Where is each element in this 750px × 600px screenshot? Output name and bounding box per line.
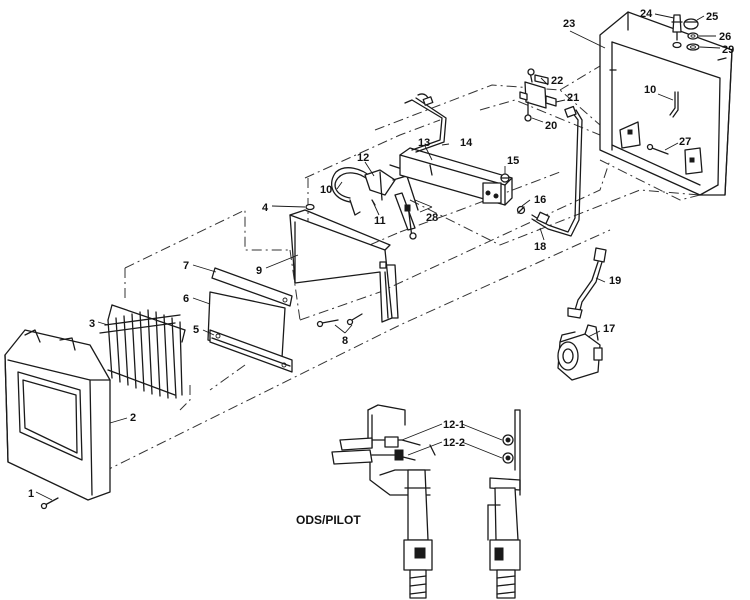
label-part-12-2: 12-2 — [443, 437, 465, 449]
igniter-part — [671, 14, 683, 41]
leader-lines — [35, 13, 721, 501]
fitting-part — [516, 205, 526, 215]
upper-bracket-part — [211, 267, 293, 307]
label-part-14: 14 — [460, 137, 473, 149]
label-part-15: 15 — [507, 155, 519, 167]
label-part-1: 1 — [28, 488, 34, 500]
label-part-21: 21 — [567, 92, 579, 104]
label-part-22: 22 — [551, 75, 563, 87]
gas-valve-part — [557, 324, 603, 381]
label-part-6: 6 — [183, 293, 189, 305]
label-part-20: 20 — [545, 120, 557, 132]
pilot-tube-part — [404, 93, 447, 153]
label-part-24: 24 — [640, 8, 653, 20]
igniter-nut-part — [687, 32, 699, 40]
label-part-13: 13 — [418, 137, 430, 149]
cabinet-screw-part — [646, 143, 669, 155]
label-part-12: 12 — [357, 152, 369, 164]
label-part-26: 26 — [719, 31, 731, 43]
label-part-19: 19 — [609, 275, 621, 287]
label-part-4: 4 — [262, 202, 269, 214]
label-part-10-right: 10 — [644, 84, 656, 96]
label-part-12-1: 12-1 — [443, 419, 465, 431]
washer-part — [305, 203, 315, 211]
screw-part — [40, 497, 59, 510]
bracket-screws-part — [316, 313, 363, 328]
front-panel-part — [4, 329, 111, 501]
label-part-29: 29 — [722, 44, 734, 56]
label-part-11: 11 — [374, 215, 386, 227]
burner-orifice-part — [500, 173, 510, 183]
ods-pilot-detail-right — [487, 409, 521, 599]
label-part-27: 27 — [679, 136, 691, 148]
label-part-8: 8 — [342, 335, 348, 347]
flex-gas-line-part — [567, 247, 607, 319]
ods-pilot-assembly-part — [364, 164, 433, 240]
burner-tube-part — [399, 147, 513, 206]
igniter-knob-part — [683, 18, 699, 30]
label-part-7: 7 — [183, 260, 189, 272]
label-part-2: 2 — [130, 412, 136, 424]
label-part-23: 23 — [563, 18, 575, 30]
lower-bracket-part — [209, 329, 293, 373]
grill-guard-part — [99, 304, 186, 399]
regulator-fittings-part — [519, 68, 557, 122]
label-part-5: 5 — [193, 324, 199, 336]
thermocouple-tube-part — [330, 167, 373, 216]
label-part-28: 28 — [426, 212, 438, 224]
ods-pilot-detail-left — [331, 404, 436, 599]
label-part-17: 17 — [603, 323, 615, 335]
burner-back-panel-part — [289, 209, 399, 323]
ods-pilot-section-title: ODS/PILOT — [296, 513, 361, 527]
label-part-25: 25 — [706, 11, 718, 23]
label-part-10-left: 10 — [320, 184, 332, 196]
rear-cabinet-part — [599, 11, 733, 196]
label-part-18: 18 — [534, 241, 546, 253]
label-part-16: 16 — [534, 194, 546, 206]
part-labels: 1 2 3 4 5 6 7 8 9 10 10 11 12 13 14 15 1… — [28, 8, 734, 500]
label-part-9: 9 — [256, 265, 262, 277]
igniter-washer-part — [672, 41, 700, 51]
gas-supply-tube-part — [531, 105, 583, 237]
cabinet-tube-part — [669, 91, 679, 118]
label-part-3: 3 — [89, 318, 95, 330]
